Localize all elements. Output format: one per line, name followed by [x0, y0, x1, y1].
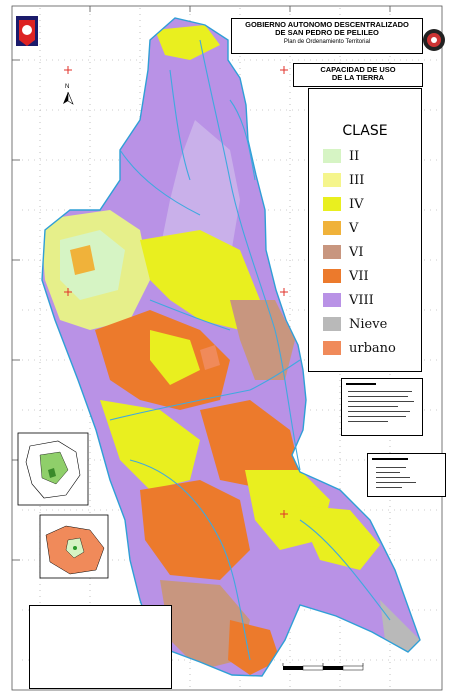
title-block: [29, 605, 172, 689]
ecuador-locator-inset: [17, 432, 89, 506]
legend-label: urbano: [349, 340, 396, 356]
legend-item-ii: II: [323, 147, 359, 165]
notes-line: [348, 411, 410, 412]
municipal-boundary: [41, 17, 421, 677]
class-vii-tip-area: [228, 620, 280, 675]
frame-ticks: [12, 6, 391, 561]
legend-label: IV: [349, 196, 364, 212]
legend-swatch: [323, 269, 341, 283]
legend-swatch: [323, 245, 341, 259]
technical-notes-box: [341, 378, 423, 436]
info-line: [376, 482, 416, 483]
legend-label: VII: [349, 268, 369, 284]
north-label: N: [65, 84, 69, 90]
map-title-line-1: CAPACIDAD DE USO: [320, 65, 396, 74]
legend-label: Nieve: [349, 316, 388, 332]
map-frame: [11, 5, 443, 691]
legend-swatch: [323, 293, 341, 307]
legend-title: CLASE: [342, 123, 388, 139]
legend-item-nieve: Nieve: [323, 315, 387, 333]
urban-area: [200, 345, 220, 370]
legend-item-vii: VII: [323, 267, 369, 285]
map-title: CAPACIDAD DE USO DE LA TIERRA: [293, 63, 423, 87]
notes-heading-line: [346, 383, 376, 385]
legend-swatch: [323, 317, 341, 331]
legend-swatch: [323, 149, 341, 163]
info-line: [376, 467, 406, 468]
legend-label: III: [349, 172, 365, 188]
class-iv-north-area: [155, 25, 220, 60]
map-title-line-2: DE LA TIERRA: [331, 72, 385, 82]
info-line: [376, 477, 410, 478]
legend-swatch: [323, 173, 341, 187]
class-vi-east-area: [230, 300, 295, 380]
notes-line: [348, 421, 388, 422]
province-seal-icon: [423, 29, 445, 51]
institution-header: GOBIERNO AUTONOMO DESCENTRALIZADO DE SAN…: [231, 18, 423, 54]
legend: CLASE II III IV V VI VII VIII: [308, 88, 422, 372]
province-locator-inset: [39, 514, 109, 579]
legend-item-iv: IV: [323, 195, 364, 213]
cartographic-info-box: [367, 453, 446, 497]
info-line: [376, 487, 402, 488]
header-line-3: Plan de Ordenamiento Territorial: [283, 38, 371, 45]
legend-item-vi: VI: [323, 243, 364, 261]
legend-item-viii: VIII: [323, 291, 374, 309]
class-vii-southeast-area: [200, 400, 300, 490]
legend-swatch: [323, 221, 341, 235]
info-heading-line: [372, 458, 408, 460]
class-vii-south-area: [140, 480, 250, 580]
snow-area: [380, 600, 420, 652]
municipal-emblem-icon: [16, 16, 38, 46]
scale-bar: [282, 663, 364, 671]
legend-item-iii: III: [323, 171, 364, 189]
class-iv-pocket: [150, 330, 200, 385]
class-vi-south-area: [160, 580, 250, 670]
notes-line: [348, 391, 412, 392]
class-iv-central-area: [140, 230, 260, 330]
class-iv-tail-area: [295, 505, 380, 570]
legend-item-urbano: urbano: [323, 339, 396, 357]
grid-crosshairs: [64, 66, 288, 518]
legend-label: VI: [349, 244, 364, 260]
north-arrow-icon: [63, 91, 74, 105]
notes-line: [348, 401, 414, 402]
legend-swatch: [323, 341, 341, 355]
info-line: [376, 472, 400, 473]
legend-swatch: [323, 197, 341, 211]
river-network: [109, 39, 391, 661]
legend-label: V: [349, 220, 359, 236]
legend-item-v: V: [323, 219, 358, 237]
legend-label: VIII: [349, 292, 374, 308]
notes-line: [348, 416, 406, 417]
class-iv-south-area: [100, 400, 200, 490]
notes-line: [348, 396, 408, 397]
legend-label: II: [349, 148, 360, 164]
header-line-1: GOBIERNO AUTONOMO DESCENTRALIZADO: [245, 20, 409, 29]
class-v-area: [70, 245, 95, 275]
header-line-2: DE SAN PEDRO DE PELILEO: [275, 27, 379, 37]
notes-line: [348, 406, 398, 407]
